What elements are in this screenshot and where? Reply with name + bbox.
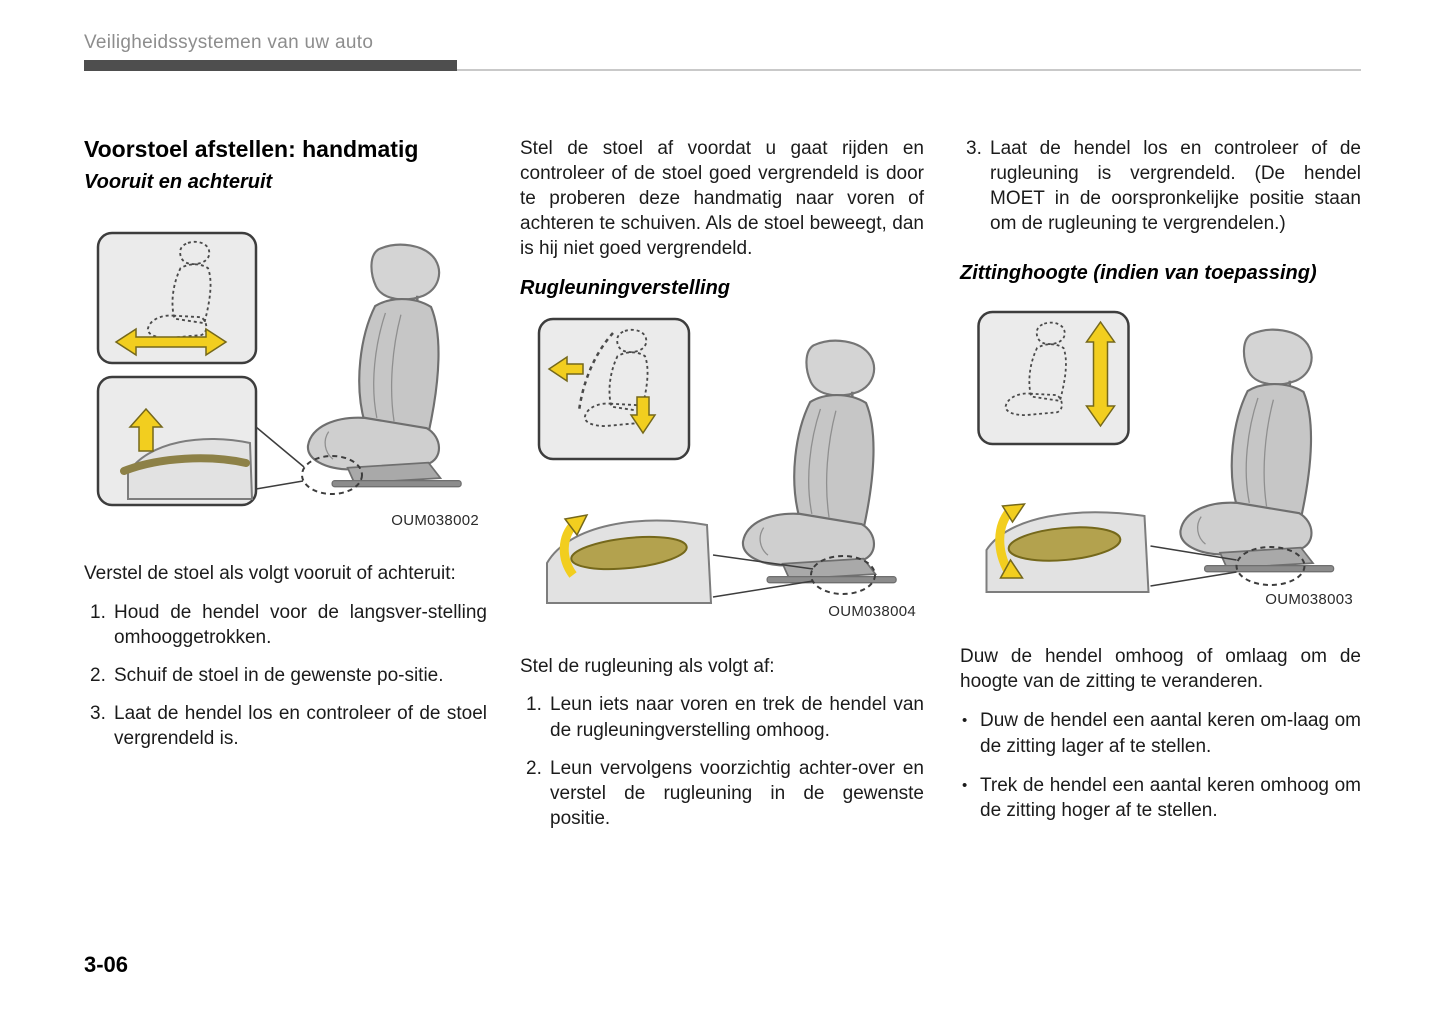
list-item-text: Laat de hendel los en controleer of de r…: [990, 138, 1361, 235]
slide-lever-icon: [120, 454, 250, 476]
list-item-number: 1.: [526, 694, 542, 716]
list-item-text: Schuif de stoel in de gewenste po-sitie.: [114, 664, 444, 686]
subsection-heading-seat-height: Zittinghoogte (indien van toepassing): [960, 262, 1317, 285]
figure-code: OUM038002: [391, 512, 479, 530]
list-item-number: 2.: [526, 757, 542, 779]
list-item-carryover: 3. Laat de hendel los en controleer of d…: [960, 136, 1361, 236]
lever-callout-circle: [301, 455, 363, 496]
bullet-item: • Trek de hendel een aantal keren omhoog…: [960, 773, 1361, 823]
callout-connector: [1150, 545, 1237, 562]
recline-lever-zoom: [546, 514, 713, 605]
recline-lever-icon: [570, 536, 688, 571]
slide-double-arrow-icon: [114, 328, 228, 357]
lever-updown-arrow-icon: [995, 507, 1015, 575]
lever-pull-arrowhead: [563, 514, 589, 537]
column-forward-backward: Voorstoel afstellen: handmatig Vooruit e…: [84, 136, 487, 751]
figure-seat-slide: OUM038002: [84, 231, 487, 531]
subsection-heading-forward-backward: Vooruit en achteruit: [84, 171, 273, 194]
list-item: 2. Schuif de stoel in de gewenste po-sit…: [84, 663, 487, 688]
list-item-text: Leun vervolgens voorzichtig achter-over …: [550, 757, 924, 829]
section-heading: Voorstoel afstellen: handmatig: [84, 136, 419, 162]
callout-connector: [255, 426, 305, 469]
list-item-text: Houd de hendel voor de langsver-stelling…: [114, 601, 487, 648]
paragraph-slide-warning: Stel de stoel af voordat u gaat rijden e…: [520, 138, 924, 260]
list-item: 1. Houd de hendel voor de langsver-stell…: [84, 600, 487, 650]
list-item: 3. Laat de hendel los en controleer of d…: [84, 701, 487, 751]
seat-height-bullet-list: • Duw de hendel een aantal keren om-laag…: [960, 708, 1361, 822]
figure-seatback-recline: OUM038004: [520, 317, 924, 622]
callout-connector: [255, 480, 304, 491]
recline-inset-panel: [537, 318, 691, 461]
paragraph-seatback-intro: Stel de rugleuning als volgt af:: [520, 656, 775, 678]
slide-lever-inset-panel: [96, 376, 258, 507]
dotted-reclined-back: [577, 332, 614, 412]
seat-illustration: [306, 243, 463, 489]
bullet-text: Trek de hendel een aantal keren omhoog o…: [980, 774, 1361, 821]
bullet-item: • Duw de hendel een aantal keren om-laag…: [960, 708, 1361, 758]
slide-inset-panel: [96, 232, 258, 365]
seat-height-illustration: [977, 311, 1335, 594]
figure-code: OUM038004: [828, 603, 916, 621]
height-lever-icon: [1007, 526, 1122, 562]
list-item: 2. Leun vervolgens voorzichtig achter-ov…: [520, 756, 924, 831]
recline-down-arrow-icon: [629, 396, 657, 435]
lever-callout-circle: [810, 555, 876, 596]
column-seatback: Stel de stoel af voordat u gaat rijden e…: [520, 136, 924, 831]
figure-seat-height: OUM038003: [960, 310, 1361, 610]
callout-connector: [712, 580, 814, 599]
list-item-number: 3.: [90, 702, 106, 724]
paragraph-seat-height-intro: Duw de hendel omhoog of omlaag om de hoo…: [960, 646, 1361, 693]
list-item-number: 2.: [90, 664, 106, 686]
list-item: 1. Leun iets naar voren en trek de hende…: [520, 692, 924, 742]
paragraph-slide-intro: Verstel de stoel als volgt vooruit of ac…: [84, 563, 456, 585]
list-item-number: 1.: [90, 601, 106, 623]
lever-callout-circle: [1235, 546, 1306, 587]
height-inset-panel: [977, 311, 1130, 446]
list-item-number: 3.: [966, 138, 982, 159]
seat-illustration: [741, 339, 898, 585]
slide-step-list: 1. Houd de hendel voor de langsver-stell…: [84, 600, 487, 751]
height-lever-zoom: [985, 503, 1150, 594]
lever-down-arrowhead: [999, 558, 1024, 580]
bullet-text: Duw de hendel een aantal keren om-laag o…: [980, 710, 1361, 757]
seatback-recline-illustration: [537, 318, 898, 605]
page-header-title: Veiligheidssystemen van uw auto: [84, 32, 374, 53]
list-item-text: Leun iets naar voren en trek de hendel v…: [550, 694, 924, 741]
subsection-heading-seatback: Rugleuningverstelling: [520, 277, 731, 300]
callout-connector: [1150, 571, 1237, 588]
page-number: 3-06: [84, 952, 129, 977]
height-double-arrow-icon: [1085, 321, 1116, 428]
seat-slide-illustration: [96, 232, 463, 507]
lever-up-arrowhead: [1001, 503, 1026, 524]
column-seat-height: 3. Laat de hendel los en controleer of d…: [960, 136, 1361, 823]
seat-illustration: [1179, 328, 1335, 574]
list-item-text: Laat de hendel los en controleer of de s…: [114, 702, 487, 749]
callout-connector: [712, 554, 814, 571]
bullet-marker: •: [962, 712, 968, 730]
recline-left-arrow-icon: [547, 355, 584, 383]
figure-code: OUM038003: [1265, 591, 1353, 609]
header-rule-dark: [84, 60, 457, 71]
seatback-step-list: 1. Leun iets naar voren en trek de hende…: [520, 692, 924, 830]
header-rule-light: [457, 69, 1361, 71]
lever-up-arrow-icon: [128, 408, 164, 453]
bullet-marker: •: [962, 776, 968, 794]
